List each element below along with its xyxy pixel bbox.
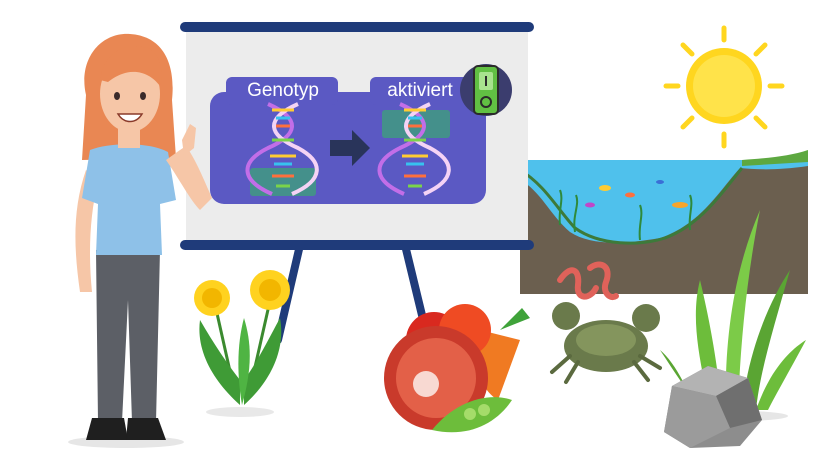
stone-rock: [664, 366, 762, 448]
arrow-right-icon: [330, 130, 370, 166]
vegetables-group: [384, 304, 530, 433]
sun-icon: [663, 25, 785, 149]
toggle-switch-icon: [460, 64, 512, 116]
dandelion-plant: [194, 270, 290, 417]
board-title-genotyp: Genotyp: [247, 80, 319, 101]
crab-with-worms: [550, 261, 662, 384]
teacher-character: [68, 33, 212, 448]
dna-strand-icon-right: [377, 102, 451, 196]
board-title-aktiviert: aktiviert: [387, 80, 453, 101]
dna-strand-icon: [245, 102, 319, 196]
